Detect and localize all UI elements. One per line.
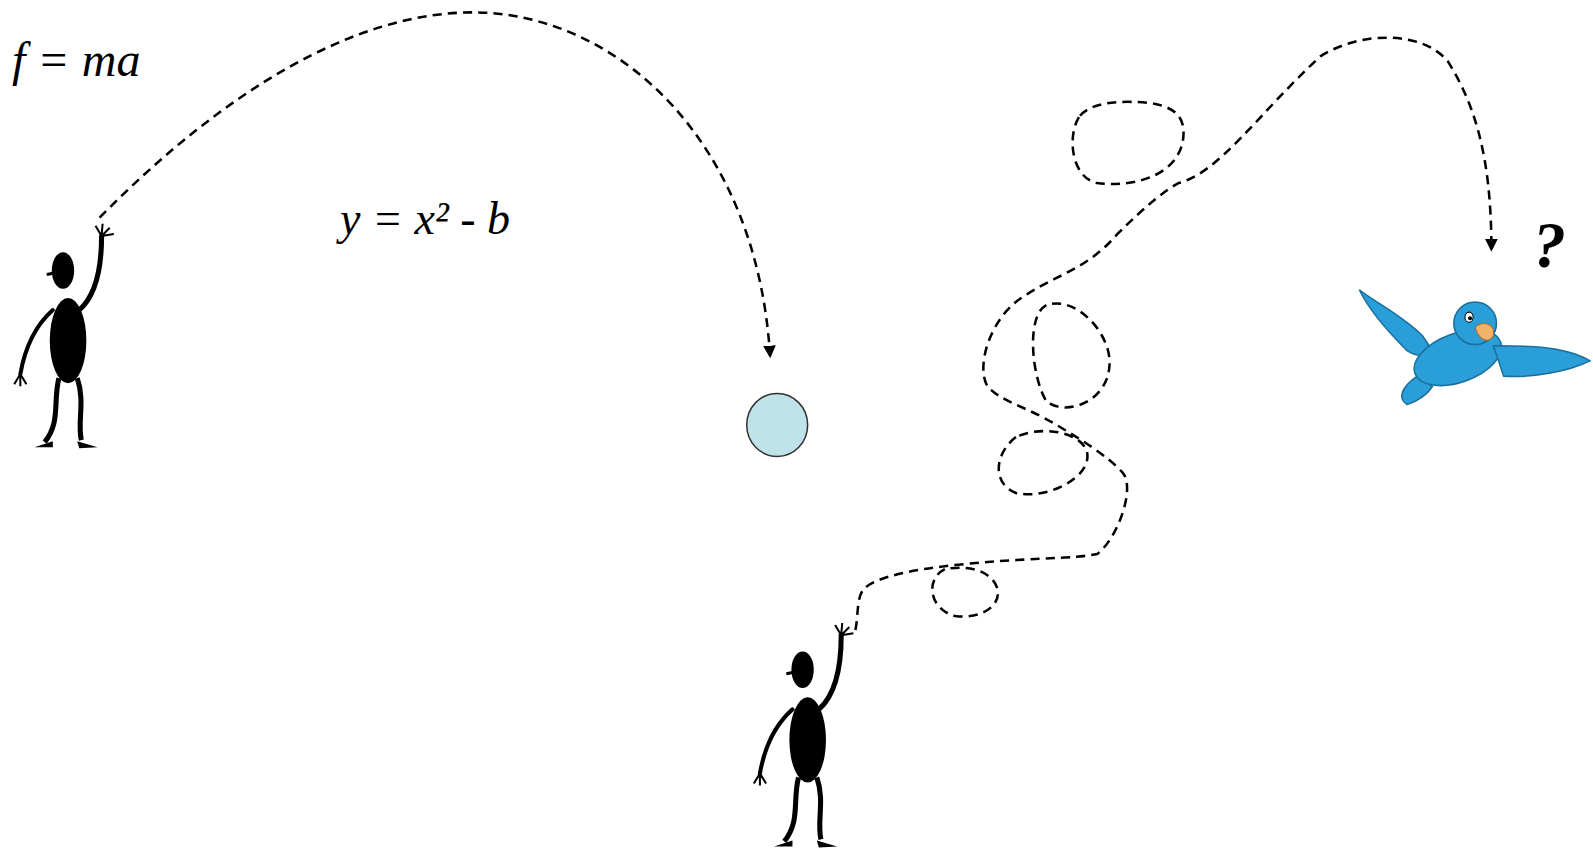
stick-figure bbox=[754, 623, 854, 848]
equation-label: ? bbox=[1533, 212, 1566, 278]
stick-figure bbox=[14, 224, 114, 449]
equation-label: y = x² - b bbox=[340, 196, 510, 242]
bird bbox=[1359, 290, 1590, 405]
parabolic-trajectory bbox=[100, 12, 771, 355]
ball bbox=[747, 393, 808, 456]
equation-label: f = ma bbox=[12, 36, 140, 84]
chaotic-trajectory bbox=[855, 38, 1491, 630]
